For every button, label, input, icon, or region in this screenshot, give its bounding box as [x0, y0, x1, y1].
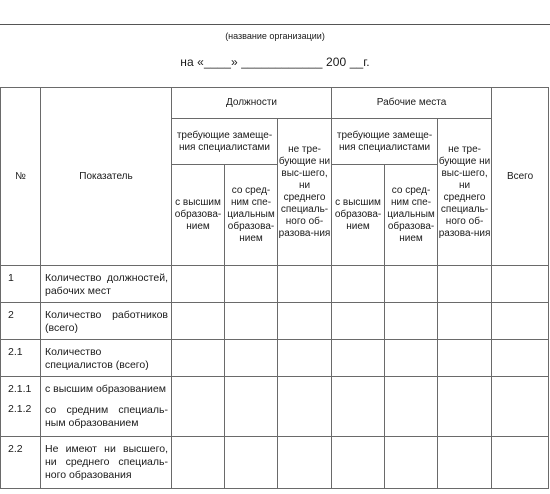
table-cell[interactable] — [224, 339, 278, 377]
table-cell[interactable] — [331, 265, 386, 303]
table-cell[interactable] — [437, 339, 493, 377]
row-number: 2 — [0, 302, 41, 340]
table-cell[interactable] — [384, 436, 439, 489]
header-workplaces-higher: с высшим образова-нием — [331, 164, 386, 266]
staffing-form-table: № Показатель Должности Рабочие места Все… — [0, 87, 550, 489]
table-cell[interactable] — [491, 265, 550, 303]
table-row: 2.1 Количество специалистов (всего) — [0, 339, 550, 377]
table-row-combined: 2.1.1 2.1.2 с высшим образованием со сре… — [0, 376, 550, 437]
table-cell[interactable] — [171, 302, 225, 340]
table-cell[interactable] — [491, 302, 550, 340]
table-cell[interactable] — [171, 436, 225, 489]
header-row-1: № Показатель Должности Рабочие места Все… — [0, 87, 550, 266]
row-number: 1 — [0, 265, 41, 303]
row-label: Количество должностей, рабочих мест — [40, 265, 172, 303]
table-cell[interactable] — [224, 302, 278, 340]
header-row-3: с высшим образова-нием со сред-ним спе-ц… — [1, 164, 549, 266]
header-positions-secondary: со сред-ним спе-циальным образова-нием — [224, 164, 278, 266]
row-number: 2.2 — [0, 436, 41, 489]
header-indicator: Показатель — [40, 87, 172, 266]
table-cell[interactable] — [491, 339, 550, 377]
table-cell[interactable] — [437, 265, 493, 303]
table-cell[interactable] — [276, 265, 333, 303]
header-row-2: требующие замеще-ния специалистами не тр… — [1, 118, 549, 266]
row-number: 2.1 — [0, 339, 41, 377]
header-total: Всего — [491, 87, 550, 266]
table-cell[interactable] — [491, 436, 550, 489]
table-cell[interactable] — [276, 302, 333, 340]
table-cell[interactable] — [331, 302, 386, 340]
row-number: 2.1.2 — [8, 403, 32, 415]
header-positions: Должности — [170, 87, 333, 119]
table-cell[interactable] — [224, 436, 278, 489]
header-positions-requiring: требующие замеще-ния специалистами — [171, 118, 278, 165]
date-line: на «____» ____________ 200 __г. — [180, 55, 370, 69]
row-number-pair: 2.1.1 2.1.2 — [0, 376, 41, 437]
table-cell[interactable] — [437, 302, 493, 340]
row-label-pair: с высшим образованием со средним специал… — [40, 376, 172, 437]
organization-caption: (название организации) — [225, 31, 325, 41]
table-cell[interactable] — [437, 436, 493, 489]
table-row: 2.2 Не имеют ни высшего, ни среднего спе… — [0, 436, 550, 489]
table-cell[interactable] — [224, 265, 278, 303]
table-cell[interactable] — [331, 339, 386, 377]
row-label: Не имеют ни высшего, ни среднего специал… — [40, 436, 172, 489]
table-cell[interactable] — [276, 436, 333, 489]
header-workplaces-requiring: требующие замеще-ния специалистами — [331, 118, 439, 165]
table-row: 1 Количество должностей, рабочих мест — [0, 265, 550, 303]
row-label: с высшим образованием — [45, 383, 166, 395]
table-cell[interactable] — [384, 339, 439, 377]
table-cell[interactable] — [331, 436, 386, 489]
header-workplaces: Рабочие места — [331, 87, 493, 119]
table-cell[interactable] — [276, 339, 333, 377]
row-label: Количество специалистов (всего) — [40, 339, 172, 377]
row-label: со средним специаль-ным образованием — [45, 404, 168, 429]
table-cell[interactable] — [171, 265, 225, 303]
table-cell[interactable] — [384, 265, 439, 303]
header-workplaces-secondary: со сред-ним спе-циальным образова-нием — [384, 164, 439, 266]
table-cell[interactable] — [384, 302, 439, 340]
header-workplaces-not-requiring: не тре-бующие ни выс-шего, ни среднего с… — [437, 118, 493, 266]
table-cell[interactable] — [171, 376, 225, 437]
header-positions-higher: с высшим образова-нием — [171, 164, 225, 266]
top-rule — [0, 24, 550, 25]
table-cell[interactable] — [384, 376, 439, 437]
table-cell[interactable] — [491, 376, 550, 437]
header-number: № — [0, 87, 41, 266]
table-cell[interactable] — [224, 376, 278, 437]
table-cell[interactable] — [437, 376, 493, 437]
table-cell[interactable] — [276, 376, 333, 437]
table-cell[interactable] — [171, 339, 225, 377]
row-label: Количество работников (всего) — [40, 302, 172, 340]
table-row: 2 Количество работников (всего) — [0, 302, 550, 340]
row-number: 2.1.1 — [8, 383, 32, 395]
table-cell[interactable] — [331, 376, 386, 437]
header-positions-not-requiring: не тре-бующие ни выс-шего, ни среднего с… — [276, 118, 333, 266]
